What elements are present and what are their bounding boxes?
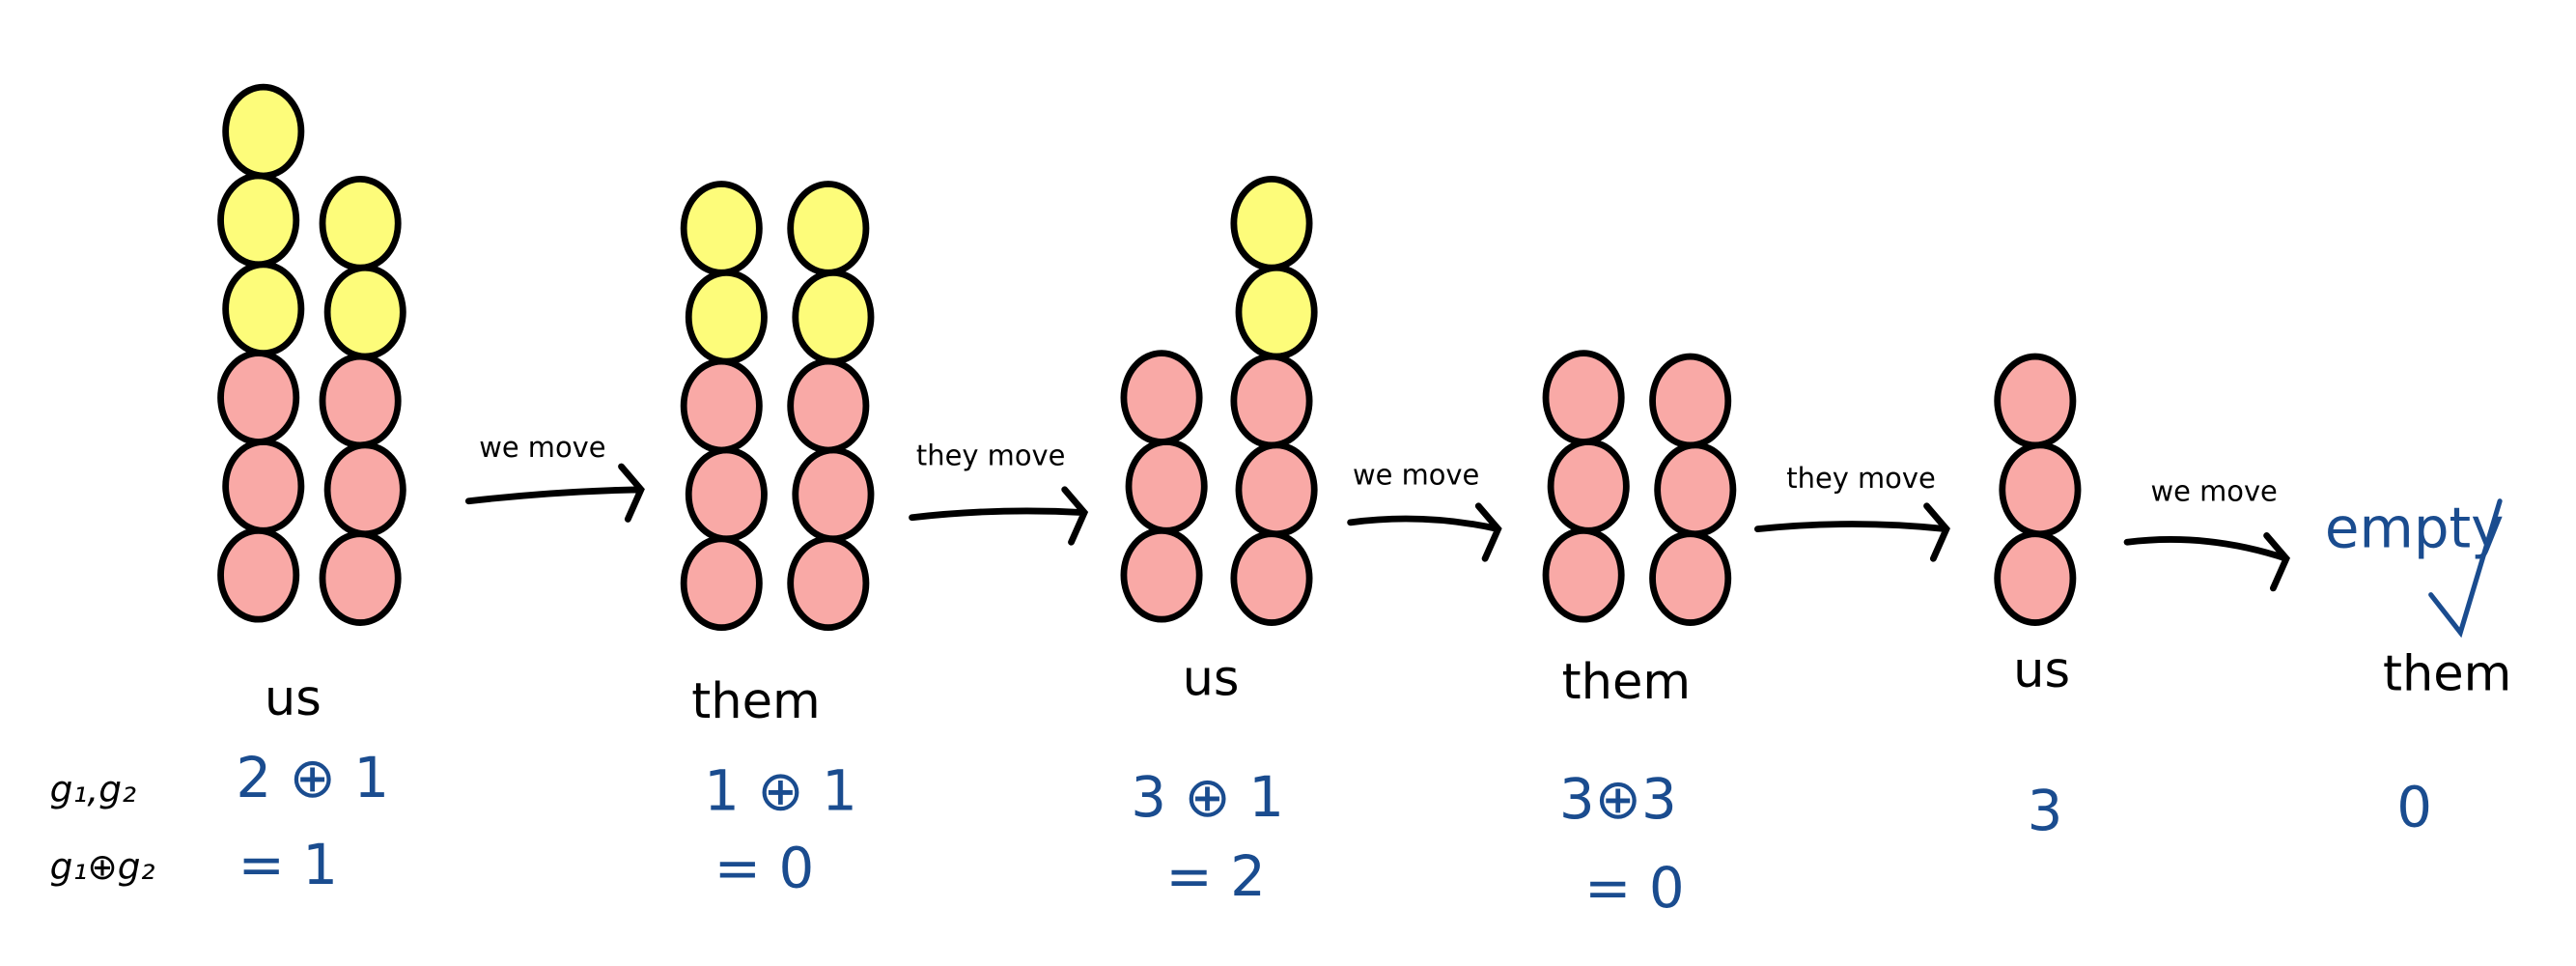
pink-token bbox=[787, 535, 870, 632]
pink-token bbox=[222, 439, 305, 534]
empty-label: empty bbox=[2325, 495, 2504, 560]
pink-token bbox=[1547, 439, 1630, 534]
player-label-5: us bbox=[2013, 642, 2070, 699]
player-label-6: them bbox=[2383, 645, 2511, 702]
pink-token bbox=[685, 446, 768, 543]
pink-token bbox=[1542, 526, 1625, 623]
yellow-token bbox=[680, 181, 763, 276]
yellow-token bbox=[1235, 264, 1318, 360]
stage-2-heap-1 bbox=[680, 181, 768, 632]
pink-token bbox=[323, 441, 406, 538]
stage-4-heap-1 bbox=[1542, 350, 1630, 623]
pink-token bbox=[787, 357, 870, 454]
yellow-token bbox=[1230, 175, 1313, 271]
xor-value-4: = 0 bbox=[1584, 855, 1685, 921]
yellow-token bbox=[217, 172, 300, 269]
arrow-icon bbox=[909, 486, 1089, 546]
yellow-token bbox=[685, 269, 768, 365]
yellow-token bbox=[323, 264, 406, 360]
token-stacks bbox=[217, 83, 2082, 632]
pink-token bbox=[1994, 530, 2077, 626]
pair-value-1: 2 ⊕ 1 bbox=[236, 745, 389, 810]
yellow-token bbox=[222, 261, 305, 357]
pair-value-2: 1 ⊕ 1 bbox=[704, 757, 857, 823]
stage-3-heap-2 bbox=[1230, 175, 1318, 626]
arrow-icon bbox=[464, 463, 645, 523]
arrow-label: they move bbox=[1786, 462, 1935, 495]
pink-token bbox=[680, 357, 763, 454]
pair-value-6: 0 bbox=[2396, 774, 2432, 839]
pink-token bbox=[217, 526, 300, 623]
pink-token bbox=[319, 530, 402, 626]
checkmark-icon bbox=[2428, 498, 2503, 639]
row-label-pair: g₁,g₂ bbox=[50, 768, 136, 810]
pink-token bbox=[1654, 441, 1737, 538]
player-label-1: us bbox=[265, 670, 322, 727]
pink-token bbox=[1120, 350, 1203, 445]
row-label-xor: g₁⊕g₂ bbox=[50, 845, 155, 888]
stage-4-heap-2 bbox=[1649, 353, 1737, 626]
arrow-label: we move bbox=[479, 431, 605, 464]
arrow-label: we move bbox=[2151, 475, 2278, 508]
pink-token bbox=[792, 446, 875, 543]
pink-token bbox=[1994, 353, 2077, 449]
pink-token bbox=[217, 350, 300, 445]
arrow-icon bbox=[1347, 502, 1502, 562]
pink-token bbox=[1120, 526, 1203, 623]
stage-1-heap-1 bbox=[217, 83, 305, 623]
xor-value-1: = 1 bbox=[238, 832, 338, 897]
pink-token bbox=[1999, 441, 2082, 538]
pair-value-4: 3⊕3 bbox=[1559, 766, 1677, 832]
yellow-token bbox=[222, 83, 305, 180]
pink-token bbox=[680, 535, 763, 632]
arrow-icon bbox=[2123, 532, 2290, 592]
pink-token bbox=[1649, 530, 1732, 626]
pink-token bbox=[1649, 353, 1732, 449]
pink-token bbox=[1542, 350, 1625, 445]
xor-value-3: = 2 bbox=[1165, 843, 1266, 909]
player-label-3: us bbox=[1183, 650, 1240, 707]
stage-2-heap-2 bbox=[787, 181, 875, 632]
stage-3-heap-1 bbox=[1120, 350, 1208, 623]
arrow-label: we move bbox=[1353, 459, 1479, 492]
player-label-4: them bbox=[1562, 654, 1691, 711]
player-label-2: them bbox=[691, 673, 820, 730]
pair-value-3: 3 ⊕ 1 bbox=[1131, 764, 1284, 830]
pair-value-5: 3 bbox=[2028, 778, 2063, 843]
yellow-token bbox=[319, 175, 402, 271]
arrow-icon bbox=[1753, 502, 1950, 562]
yellow-token bbox=[787, 181, 870, 276]
pink-token bbox=[1125, 439, 1208, 534]
stage-1-heap-2 bbox=[319, 175, 406, 626]
yellow-token bbox=[792, 269, 875, 365]
stage-5-heap-1 bbox=[1994, 353, 2082, 626]
move-arrows: we move they move we move they move we move bbox=[464, 431, 2290, 592]
pink-token bbox=[319, 353, 402, 449]
pink-token bbox=[1235, 441, 1318, 538]
arrow-label: they move bbox=[916, 439, 1065, 471]
xor-value-2: = 0 bbox=[714, 835, 815, 900]
pink-token bbox=[1230, 353, 1313, 449]
pink-token bbox=[1230, 530, 1313, 626]
